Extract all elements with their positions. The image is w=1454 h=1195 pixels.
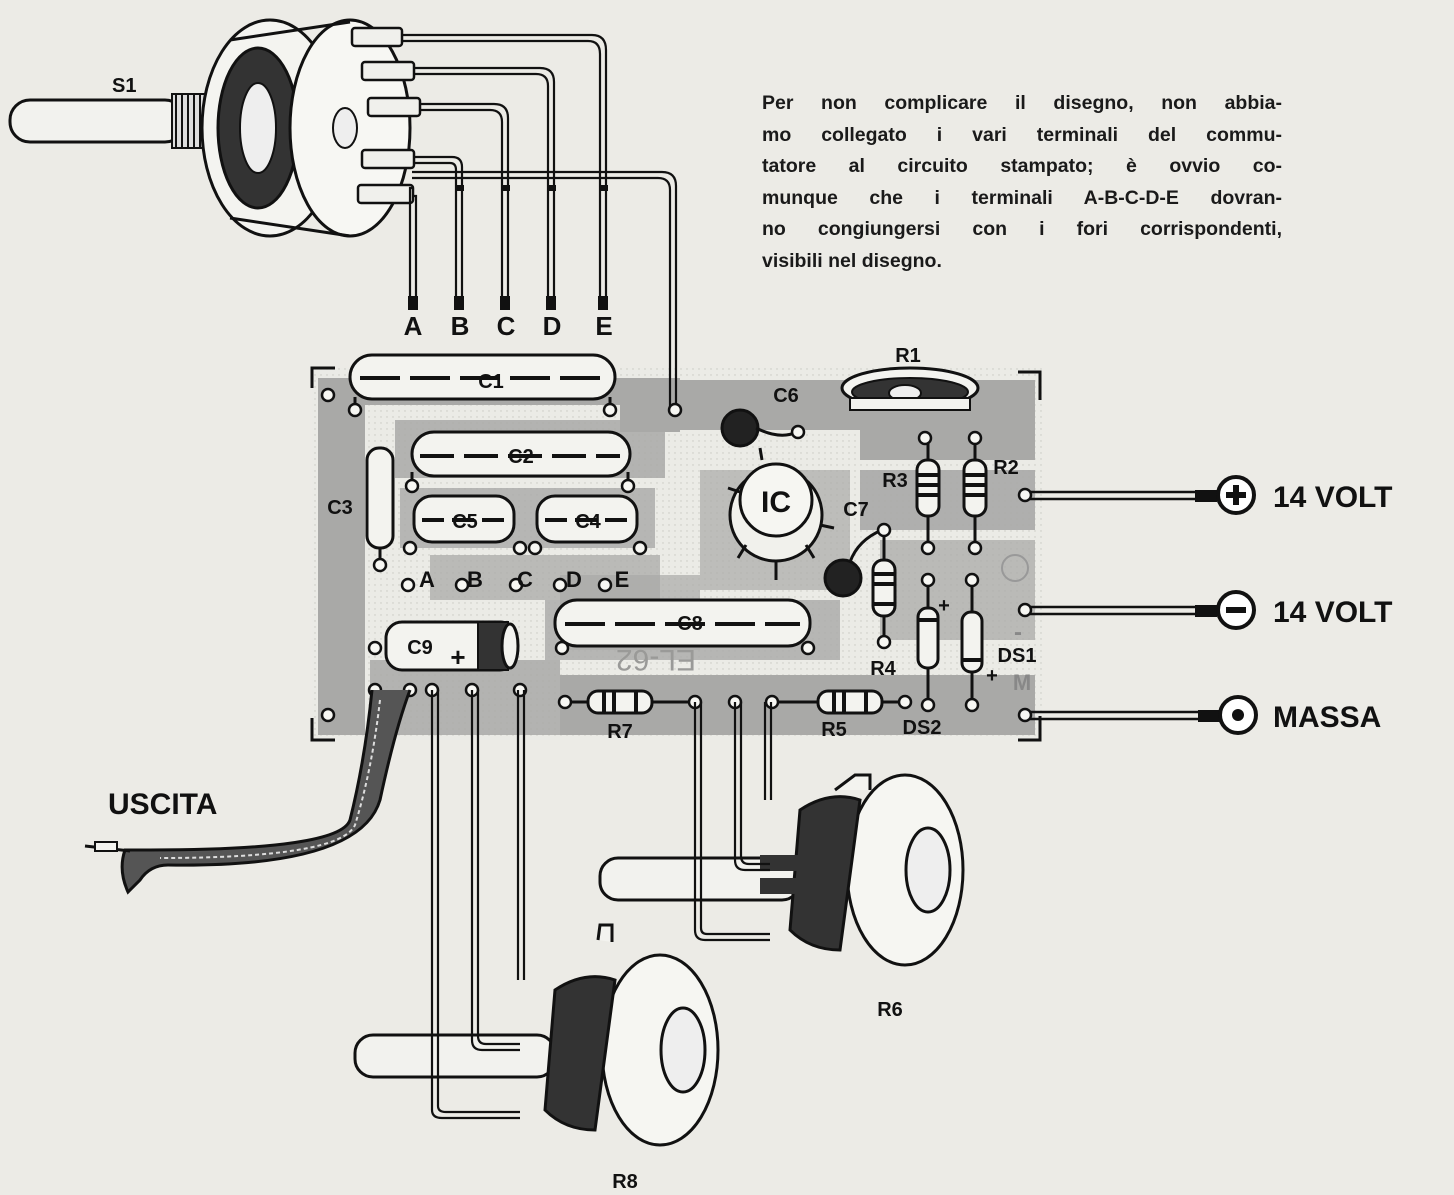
label-c9: C9 [407,637,433,659]
c9-polarity-plus: + [450,642,465,672]
wire-insulation [456,185,608,191]
switch-terminal-b: B [451,311,470,341]
board-code: EL-62 [616,643,696,676]
ic-chip [727,447,835,580]
label-r5: R5 [821,719,847,741]
pad-letter-c: C [517,567,533,592]
switch-terminal-d: D [543,311,562,341]
switch-label-s1: S1 [112,75,136,97]
pad-letter-d: D [566,567,582,592]
corner-mark [310,366,335,388]
note-line: munque che i terminali A-B-C-D-E dovran- [762,186,1282,209]
board-m-mark: M [1013,670,1031,695]
mounting-hole [1001,554,1029,582]
lead-ends [1195,490,1220,722]
capacitor-c6 [720,408,798,448]
switch-shaft [8,98,187,144]
board-minus-mark: - [1014,619,1022,646]
ground-label: MASSA [1273,701,1381,734]
positive-supply-label: 14 VOLT [1273,481,1392,514]
pcb-board [310,366,1042,742]
note-line: Per non complicare il disegno, non abbia… [762,92,1282,114]
capacitor-c9 [384,620,520,672]
corner-mark [1018,716,1042,742]
negative-supply-label: 14 VOLT [1273,596,1392,629]
label-c1: C1 [478,371,504,393]
label-c2: C2 [508,446,534,468]
r6-wires [693,702,773,942]
power-leads [1030,490,1218,721]
capacitor-c8 [553,598,812,648]
switch-terminal-a: A [404,311,423,341]
diode-ds1 [960,580,984,705]
corner-mark [1018,370,1042,400]
potentiometer-r6 [598,773,965,967]
pad-letter-e: E [615,567,630,592]
note-line: no congiungersi con i fori corrispondent… [762,218,1282,240]
solder-pads [320,387,1033,723]
plus-terminal-icon [1216,475,1256,515]
label-r6: R6 [877,999,903,1021]
label-r2: R2 [993,457,1019,479]
label-c4: C4 [575,511,601,533]
pad-letter-b: B [467,567,483,592]
switch-wires [402,33,678,410]
label-ds1: DS1 [998,645,1037,667]
r8-wires [430,690,526,1120]
capacitor-c5 [412,494,516,544]
pad-letter-a: A [419,567,435,592]
resistor-r2 [962,440,988,548]
resistor-r5 [772,689,905,715]
label-ds2: DS2 [903,717,942,739]
capacitor-c4 [535,494,639,544]
label-r7: R7 [607,721,633,743]
label-r4: R4 [870,658,896,680]
label-c5: C5 [452,511,478,533]
label-ic: IC [761,486,791,519]
corner-mark [310,718,335,742]
label-r3: R3 [882,470,908,492]
diode-ds2 [916,580,940,705]
label-r8: R8 [612,1171,638,1193]
minus-terminal-icon [1216,590,1256,630]
ds2-polarity-plus: + [938,595,950,617]
note-line: mo collegato i vari terminali del commu- [762,123,1282,146]
note-line: visibili nel disegno. [762,249,942,272]
label-c8: C8 [677,613,703,635]
resistor-r4 [871,530,897,642]
rotary-switch-s1 [8,18,422,238]
switch-terminal-c: C [497,311,516,341]
label-c6: C6 [773,385,799,407]
potentiometer-r8 [353,923,720,1147]
ds1-polarity-plus: + [986,665,998,687]
resistor-r7 [565,689,695,715]
switch-terminal-e: E [595,311,612,341]
label-c7: C7 [843,499,869,521]
wire-tips [408,296,608,310]
trimmer-r1 [840,366,980,411]
assembly-note: Per non complicare il disegno, non abbia… [762,88,1282,277]
output-label: USCITA [108,788,217,821]
capacitor-c1 [348,353,617,410]
resistor-r3 [915,440,941,548]
label-c3: C3 [327,497,353,519]
output-cable [84,689,412,895]
capacitor-c2 [410,430,632,486]
note-line: tatore al circuito stampato; è ovvio co- [762,155,1282,177]
label-r1: R1 [895,345,921,367]
ground-terminal-icon [1218,695,1258,735]
